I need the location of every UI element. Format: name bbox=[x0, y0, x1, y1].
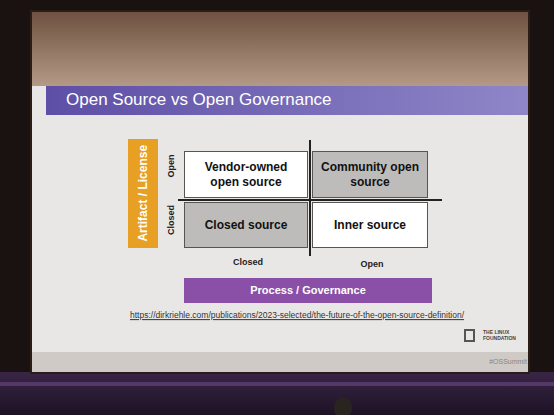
quadrant-cell: Closed source bbox=[184, 202, 308, 248]
title-bar bbox=[46, 86, 528, 115]
slide-top bbox=[32, 12, 528, 86]
slide-title: Open Source vs Open Governance bbox=[66, 89, 332, 111]
axis-value: Open bbox=[166, 154, 176, 177]
grid-line bbox=[309, 140, 311, 256]
quadrant-cell: Vendor-owned open source bbox=[184, 151, 308, 198]
axis-value: Open bbox=[360, 259, 383, 269]
cell-text: Closed source bbox=[205, 218, 288, 232]
slide-footer bbox=[32, 352, 528, 372]
logo-mark bbox=[465, 330, 474, 341]
logo-text: THE LINUX FOUNDATION bbox=[483, 330, 517, 342]
stage bbox=[0, 372, 554, 415]
slide-body bbox=[32, 86, 528, 352]
cell-text: Community open source bbox=[319, 160, 421, 189]
axis-title: Artifact / License bbox=[136, 145, 150, 242]
axis-box: Process / Governance bbox=[184, 278, 432, 303]
cell-text: Vendor-owned open source bbox=[191, 160, 301, 189]
grid-line bbox=[178, 199, 442, 201]
axis-value: Closed bbox=[166, 205, 176, 235]
cell-text: Inner source bbox=[334, 218, 406, 232]
hashtag: #OSSummit bbox=[489, 358, 527, 366]
quadrant-cell: Community open source bbox=[312, 151, 428, 198]
cell-text: Process / Governance bbox=[250, 284, 366, 297]
axis-value: Closed bbox=[233, 257, 263, 267]
quadrant-cell: Inner source bbox=[312, 202, 428, 248]
speaker-head bbox=[334, 397, 352, 415]
axis-box: Artifact / License bbox=[128, 139, 158, 248]
screen-frame bbox=[30, 10, 530, 374]
source-url: https://dirkriehle.com/publications/2023… bbox=[130, 311, 464, 321]
stage-light bbox=[0, 382, 554, 386]
